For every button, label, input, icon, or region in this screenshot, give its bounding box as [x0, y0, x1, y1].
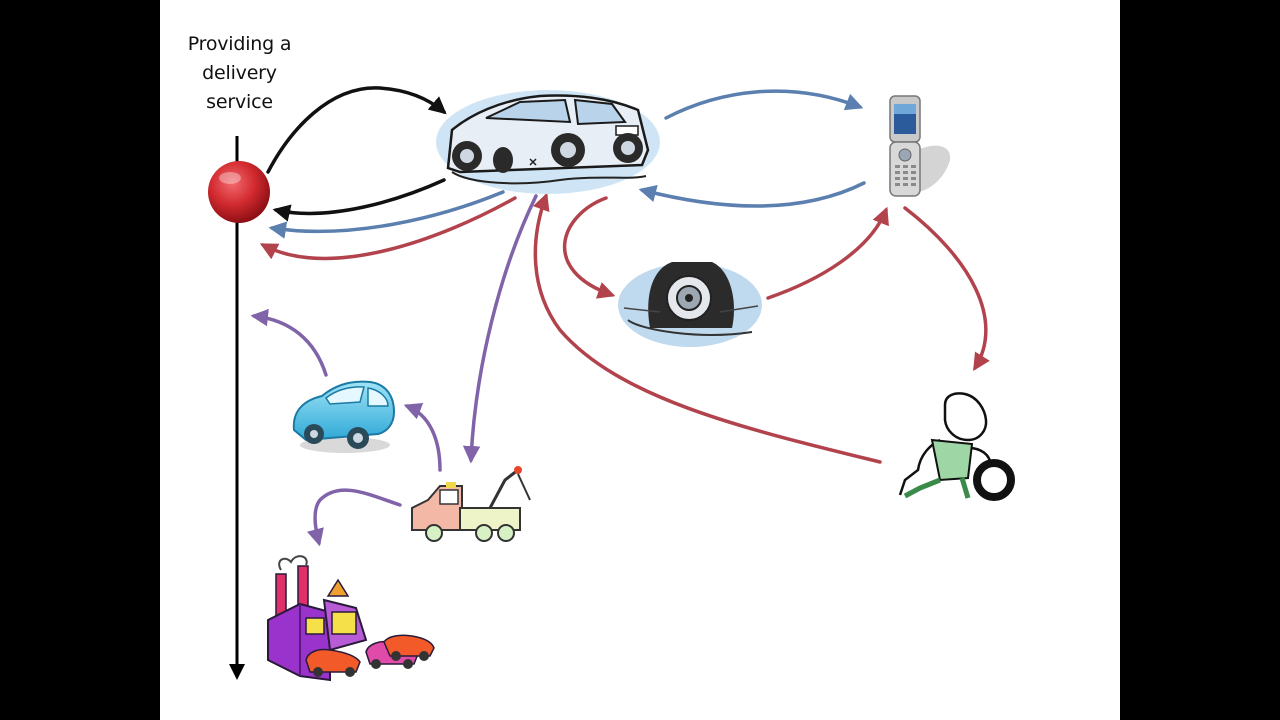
broken-car-illustration	[436, 90, 660, 194]
arrow-car-to-start	[272, 178, 446, 222]
mobile-phone-illustration	[889, 95, 951, 197]
arrow-phone-to-car	[638, 181, 866, 208]
slide-title: Providing a delivery service	[168, 30, 311, 117]
arrow-tow-to-blue-car	[403, 402, 442, 472]
arrow-start-to-car	[266, 86, 447, 174]
title-line-2: delivery	[202, 62, 277, 84]
arrow-phone-to-mechanic	[903, 206, 990, 371]
title-line-3: service	[206, 91, 273, 113]
arrow-car-to-tow-truck	[462, 194, 538, 464]
arrow-car-to-flat-tire	[563, 196, 616, 299]
arrows	[250, 86, 990, 547]
arrow-tow-to-factory	[306, 488, 402, 547]
arrow-flat-tire-to-phone	[766, 206, 889, 300]
arrow-blue-car-to-start	[250, 308, 328, 377]
arrow-mechanic-to-car	[532, 192, 882, 464]
car-factory-illustration	[267, 555, 435, 682]
title-line-1: Providing a	[187, 33, 292, 55]
blue-car-illustration	[292, 380, 396, 453]
flat-tire-illustration	[618, 262, 762, 347]
arrow-car-to-phone	[664, 89, 864, 120]
mechanic-illustration	[898, 392, 1015, 501]
tow-truck-illustration	[411, 466, 531, 542]
timeline	[229, 136, 245, 680]
arrow-car-to-start-blue	[268, 190, 505, 239]
arrow-car-to-start-red	[259, 196, 517, 261]
start-dot	[208, 161, 270, 223]
